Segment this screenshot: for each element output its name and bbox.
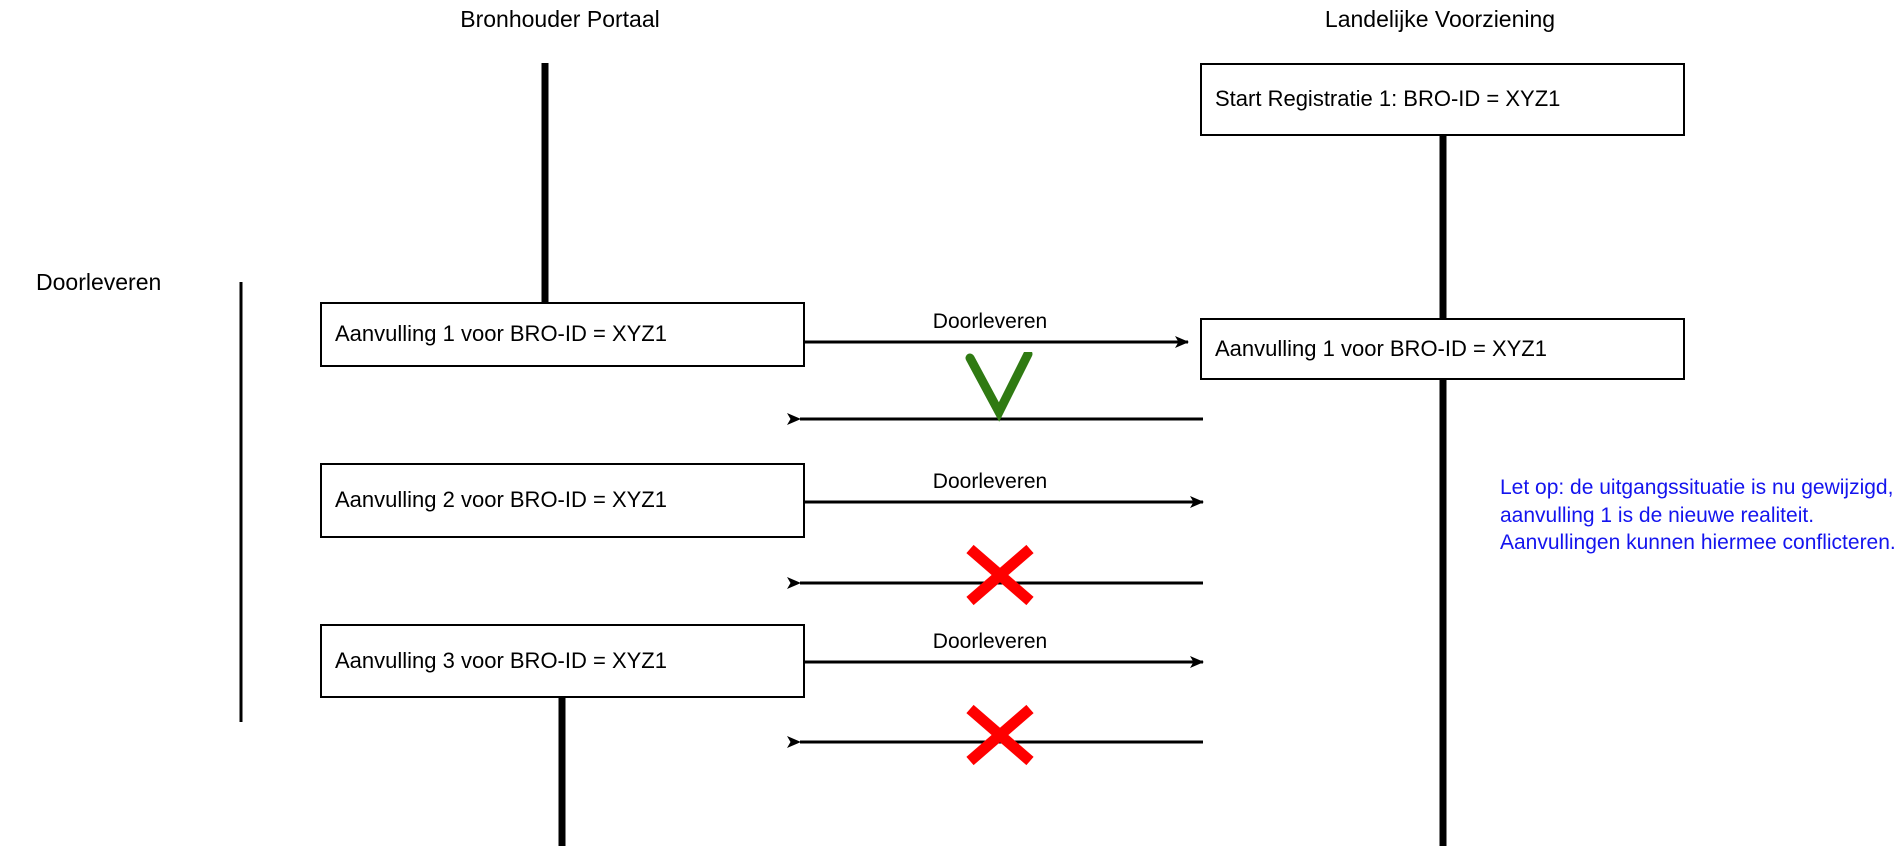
annotation-note: Let op: de uitgangssituatie is nu gewijz… [1500,476,1896,555]
box-bp-aanvulling-3-label: Aanvulling 3 voor BRO-ID = XYZ1 [335,647,667,673]
box-bp-aanvulling-1-label: Aanvulling 1 voor BRO-ID = XYZ1 [335,321,667,347]
box-start-registratie-1-label: Start Registratie 1: BRO-ID = XYZ1 [1215,86,1561,112]
arrow-label-doorleveren-1: Doorleveren [932,310,1048,333]
arrow-label-doorleveren-2: Doorleveren [932,470,1048,493]
lane-title-landelijke-voorziening: Landelijke Voorziening [1324,6,1556,32]
box-bp-aanvulling-1[interactable]: Aanvulling 1 voor BRO-ID = XYZ1 [320,302,805,367]
cross-icon [963,704,1037,766]
phase-label-doorleveren: Doorleveren [36,269,162,295]
box-bp-aanvulling-2[interactable]: Aanvulling 2 voor BRO-ID = XYZ1 [320,463,805,538]
box-lv-aanvulling-1-label: Aanvulling 1 voor BRO-ID = XYZ1 [1215,335,1547,361]
box-bp-aanvulling-3[interactable]: Aanvulling 3 voor BRO-ID = XYZ1 [320,624,805,698]
cross-icon [963,544,1037,606]
arrow-label-doorleveren-3: Doorleveren [932,630,1048,653]
check-icon [962,349,1038,422]
box-bp-aanvulling-2-label: Aanvulling 2 voor BRO-ID = XYZ1 [335,487,667,513]
box-start-registratie-1[interactable]: Start Registratie 1: BRO-ID = XYZ1 [1200,63,1685,136]
box-lv-aanvulling-1[interactable]: Aanvulling 1 voor BRO-ID = XYZ1 [1200,318,1685,380]
lane-title-bronhouder-portaal: Bronhouder Portaal [460,6,660,32]
lifeline-bronhouder-portaal [541,63,566,846]
